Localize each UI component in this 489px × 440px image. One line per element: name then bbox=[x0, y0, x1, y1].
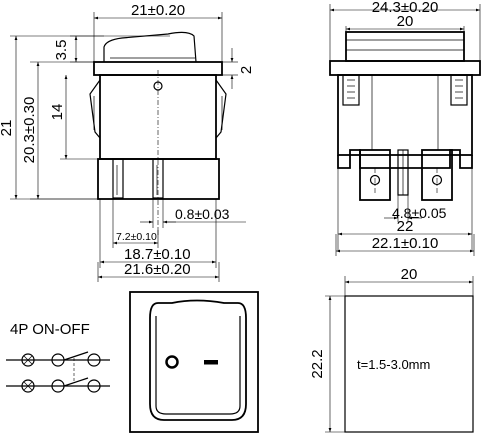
label-side-width-inner: 20 bbox=[397, 13, 414, 30]
on-symbol bbox=[204, 360, 218, 365]
label-cutout-width: 20 bbox=[401, 266, 418, 283]
snap-clip-right bbox=[215, 79, 227, 139]
side-flange bbox=[329, 60, 481, 76]
label-flange: 2 bbox=[238, 66, 255, 74]
top-outer-frame bbox=[129, 291, 259, 433]
cutout-rect bbox=[344, 295, 474, 433]
rocker-cap bbox=[103, 31, 197, 63]
schematic-4p-on-off: 4P ON-OFF bbox=[6, 321, 110, 393]
base bbox=[97, 158, 220, 200]
label-height-total: 21 bbox=[0, 120, 15, 137]
label-terminal-width: 0.8±0.03 bbox=[175, 206, 230, 222]
side-cap bbox=[345, 31, 465, 62]
terminals-front bbox=[112, 158, 164, 199]
label-terminal-pitch: 7.2±0.10 bbox=[116, 231, 157, 243]
side-body bbox=[337, 74, 473, 156]
terminals-side bbox=[359, 149, 453, 201]
label-terminal-thickness: 4.8±0.05 bbox=[392, 205, 447, 221]
label-side-width-top: 24.3±0.20 bbox=[372, 0, 439, 16]
label-side-width-22: 22 bbox=[397, 218, 414, 235]
label-height-inner: 14 bbox=[49, 104, 66, 121]
rocker-face bbox=[149, 299, 247, 421]
label-height-body: 20.3±0.30 bbox=[21, 97, 38, 164]
side-ribs bbox=[342, 74, 468, 106]
label-width-top-front: 21±0.20 bbox=[131, 2, 185, 19]
side-view: 24.3±0.20 20 4.8±0.05 22 22.1±0.10 bbox=[329, 0, 481, 256]
schematic-title: 4P ON-OFF bbox=[10, 321, 90, 338]
side-base bbox=[337, 149, 473, 169]
label-cap-height: 3.5 bbox=[53, 40, 70, 61]
front-view: 21±0.20 3.5 2 21 20.3±0.30 14 0.8±0.03 bbox=[0, 2, 255, 282]
snap-clip-left bbox=[89, 79, 101, 139]
off-symbol bbox=[165, 355, 179, 369]
label-cutout-thickness: t=1.5-3.0mm bbox=[357, 357, 430, 372]
label-outer-span: 18.7±0.10 bbox=[124, 246, 191, 263]
center-hole bbox=[153, 81, 163, 91]
label-side-width-bottom: 22.1±0.10 bbox=[372, 235, 439, 252]
panel-cutout: 20 22.2 t=1.5-3.0mm bbox=[309, 266, 474, 433]
top-view bbox=[129, 291, 259, 433]
label-base-width: 21.6±0.20 bbox=[124, 261, 191, 278]
label-cutout-height: 22.2 bbox=[309, 349, 326, 378]
